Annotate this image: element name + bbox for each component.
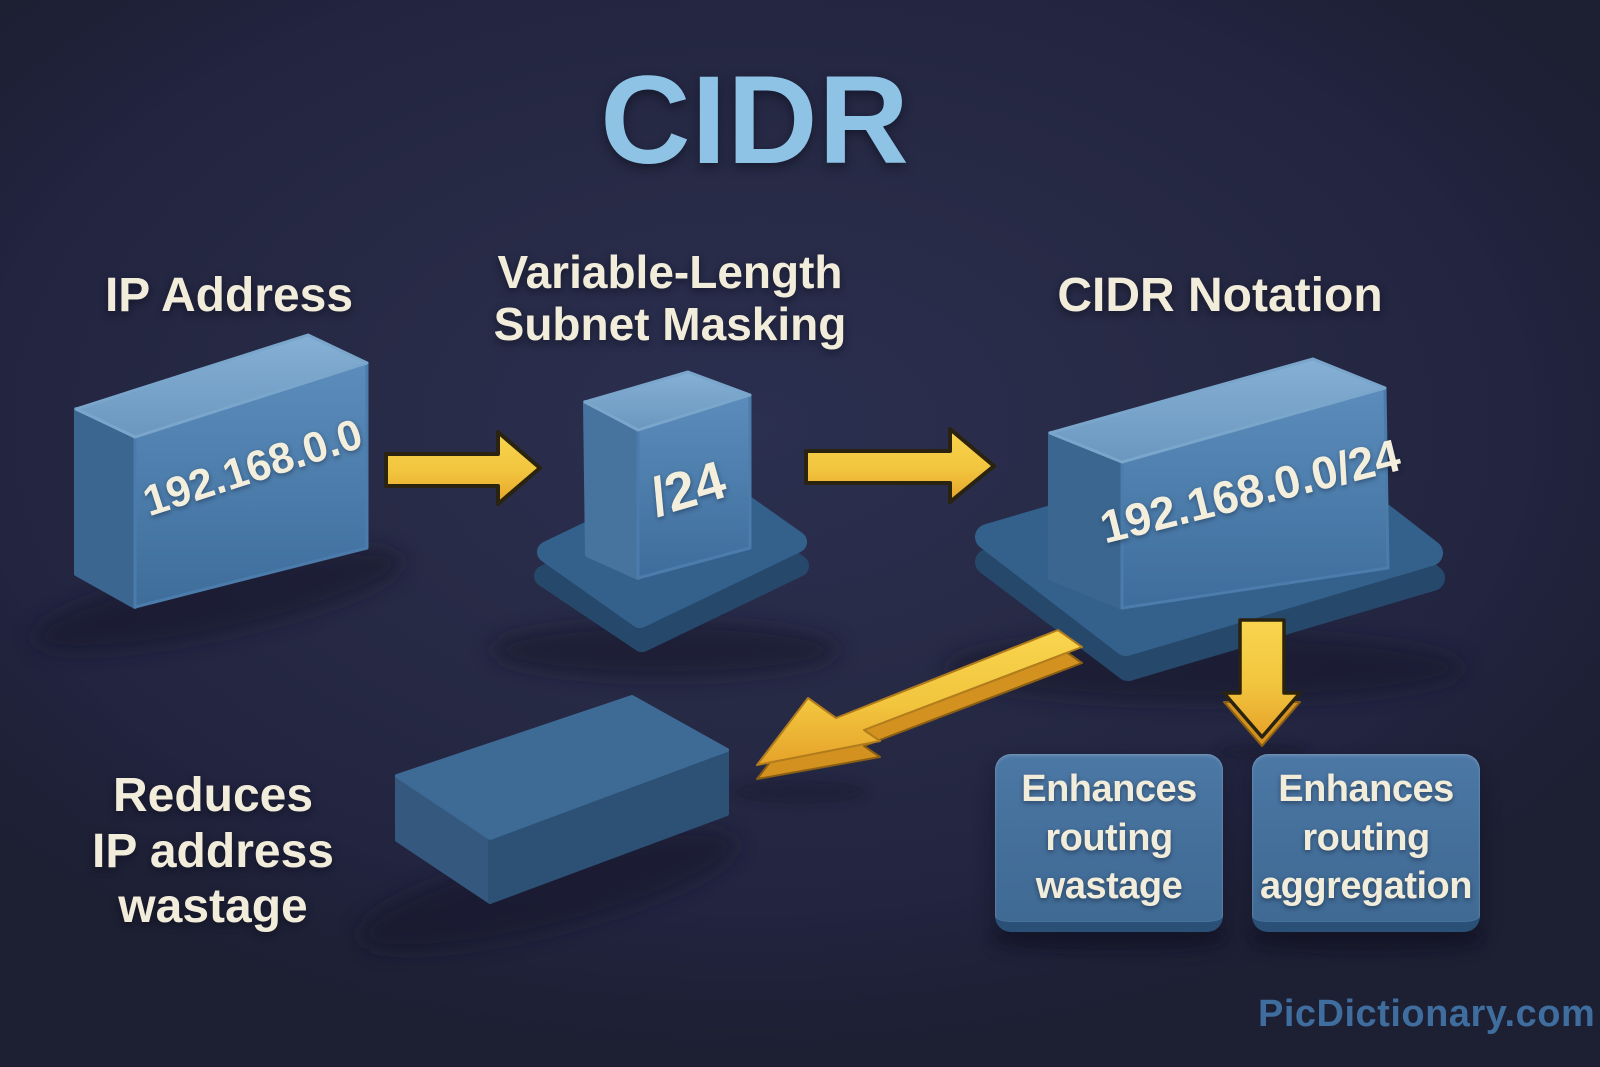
label-reduces-wastage: Reduces IP address wastage bbox=[92, 769, 334, 934]
arrow-down-left-top-face bbox=[756, 629, 1083, 766]
arrow-right-icon bbox=[384, 430, 542, 506]
benefit-card-routing-aggregation: Enhances routing aggregation bbox=[1252, 754, 1480, 932]
arrow-down-top-face bbox=[1222, 618, 1302, 739]
wastage-block-top-face bbox=[395, 695, 729, 840]
benefit-card-routing-wastage: Enhances routing wastage bbox=[995, 754, 1223, 932]
arrow-down-left-icon bbox=[756, 629, 1083, 780]
cidr-notation-block bbox=[1048, 357, 1390, 610]
label-cidr-notation: CIDR Notation bbox=[1057, 269, 1383, 322]
page-title: CIDR bbox=[600, 51, 910, 190]
arrow-right-icon-2 bbox=[804, 427, 996, 504]
label-ip-address: IP Address bbox=[104, 269, 354, 322]
label-vlsm: Variable-Length Subnet Masking bbox=[493, 246, 847, 351]
ip-block-top-face bbox=[74, 333, 369, 439]
vlsm-block-top-face bbox=[583, 370, 752, 432]
vlsm-block bbox=[583, 370, 752, 580]
ip-address-block bbox=[74, 333, 369, 609]
arrow-down-icon bbox=[1222, 618, 1302, 747]
wastage-block bbox=[395, 695, 729, 904]
ip-block-left-face bbox=[74, 407, 137, 609]
cidr-block-top-face bbox=[1048, 357, 1387, 464]
watermark: PicDictionary.com bbox=[1258, 993, 1596, 1035]
